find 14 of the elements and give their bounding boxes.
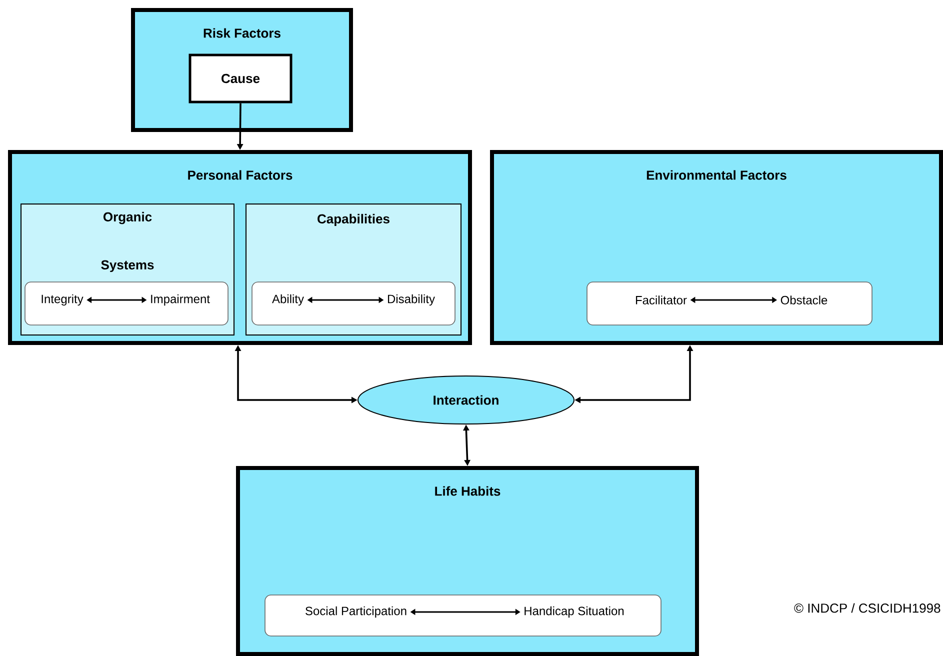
cause-box: Cause [188,54,292,104]
rounded-box [586,282,872,326]
node-text: Integrity [42,294,84,306]
copyright-note: © INDCP / CSICIDH1998 [794,603,940,613]
node-text: Social Participation [306,606,406,618]
node-text: Handicap Situation [524,606,624,618]
node-text: Ability [272,294,304,306]
rounded-box [24,282,228,326]
node-text: Facilitator [636,296,687,304]
node-text: Impairment [151,294,210,306]
rounded-box [252,282,456,326]
rounded-box [264,594,662,636]
node-text: Disability [388,294,435,306]
node-text: Obstacle [780,296,828,304]
